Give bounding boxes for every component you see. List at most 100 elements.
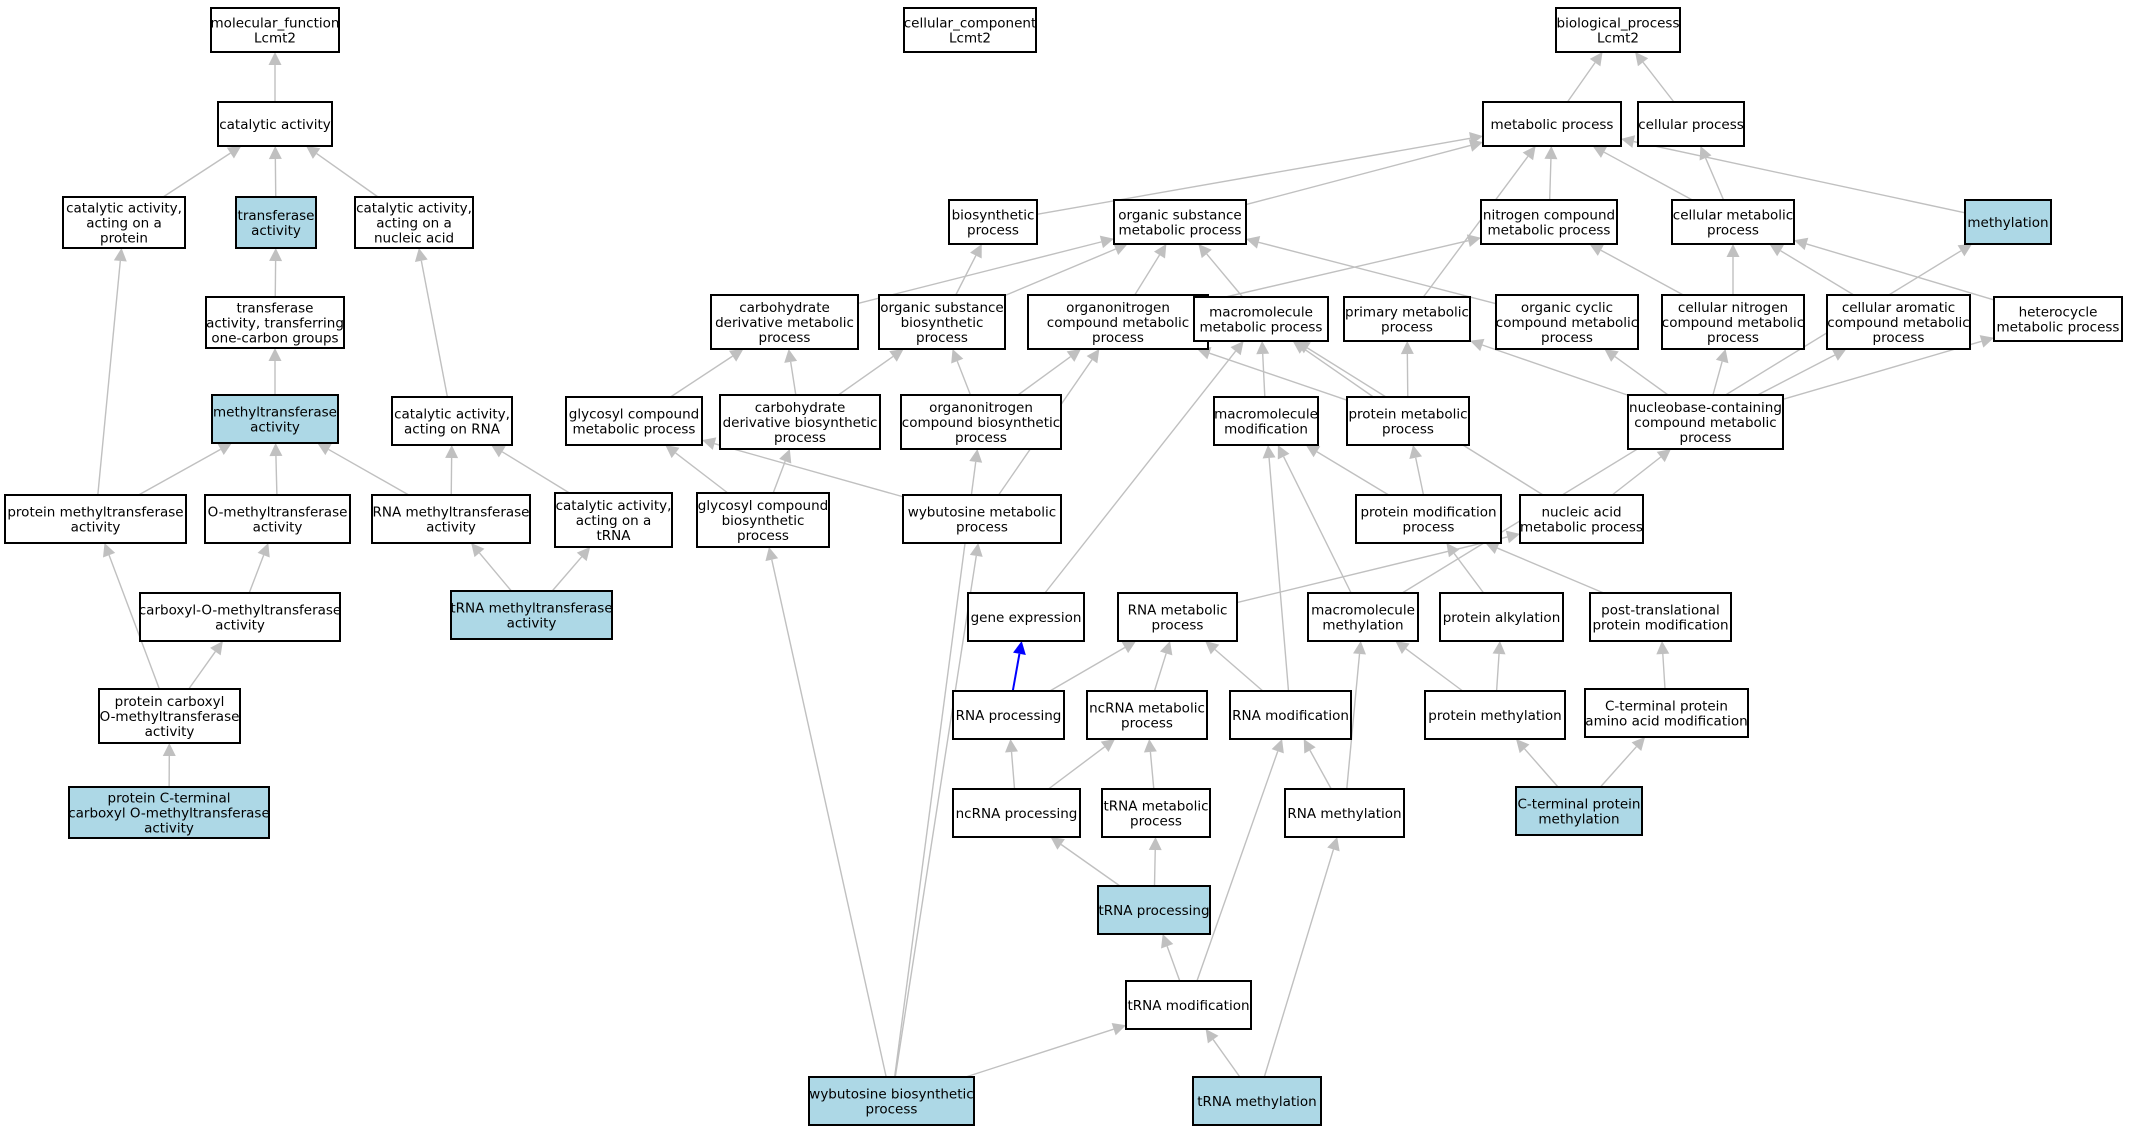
term-box — [952, 690, 1065, 740]
is-a-edge-arrowhead — [1161, 934, 1174, 949]
term-box — [354, 196, 474, 249]
is-a-edge-wybbio-to-orgnitbio — [893, 461, 977, 1078]
is-a-edge-trnamethyl-to-rnamethyl — [1263, 849, 1335, 1078]
term-label-line: one-carbon groups — [211, 331, 338, 347]
term-label-line: compound metabolic — [1827, 315, 1969, 331]
term-node-methyl[interactable]: methylation — [1964, 199, 2052, 245]
term-node-cell[interactable]: cellular process — [1637, 101, 1745, 147]
is-a-edge-arrowhead — [969, 543, 983, 557]
is-a-edge-arrowhead — [729, 349, 744, 362]
term-box — [1284, 788, 1405, 838]
term-label-line: protein — [100, 231, 148, 247]
is-a-edge-wybbio-to-glycbio — [771, 559, 887, 1078]
term-label-line: acting on a — [376, 216, 452, 232]
term-label-line: RNA processing — [956, 708, 1062, 724]
term-node-ncrnaproc[interactable]: ncRNA processing — [952, 788, 1081, 838]
is-a-edge-protmod-to-macromod — [1316, 451, 1390, 496]
is-a-edge-trnamet-to-ncrnamet — [1149, 751, 1155, 790]
term-node-cat[interactable]: catalytic activity — [217, 101, 333, 147]
term-label-line: cellular_component — [904, 16, 1036, 32]
edge-layer — [97, 52, 1995, 1078]
term-node-catrna[interactable]: catalytic activity,acting on RNA — [391, 396, 513, 446]
term-node-geneexp[interactable]: gene expression — [967, 592, 1085, 642]
is-a-edge-arrowhead — [491, 445, 506, 458]
is-a-edge-arrowhead — [1205, 641, 1220, 655]
term-box — [710, 294, 859, 350]
is-a-edge-posttrans-to-protmod — [1497, 547, 1604, 594]
term-node-rnamethyl[interactable]: RNA methylation — [1284, 788, 1405, 838]
term-label-line: heterocycle — [2019, 305, 2098, 321]
is-a-edge-arrowhead — [1198, 244, 1212, 259]
term-label-line: C-terminal protein — [1518, 797, 1641, 813]
term-node-protcomt[interactable]: protein carboxylO-methyltransferaseactiv… — [98, 688, 241, 744]
term-node-trnamethyl[interactable]: tRNA methylation — [1192, 1076, 1322, 1126]
term-node-rnaproc[interactable]: RNA processing — [952, 690, 1065, 740]
term-label-line: cellular nitrogen — [1678, 300, 1788, 316]
is-a-edge-trnamod-to-rnamod — [1196, 751, 1279, 982]
term-node-met[interactable]: metabolic process — [1482, 101, 1622, 147]
term-label-line: process — [955, 430, 1007, 446]
term-box — [1439, 592, 1564, 642]
term-node-trnaproc[interactable]: tRNA processing — [1097, 885, 1211, 935]
term-node-protmethyl[interactable]: protein methylation — [1424, 690, 1566, 740]
term-label-line: macromolecule — [1214, 407, 1318, 423]
term-node-protalk[interactable]: protein alkylation — [1439, 592, 1564, 642]
is-a-edge-nucbase-to-primmet — [1482, 344, 1629, 396]
term-label-line: protein metabolic — [1348, 407, 1467, 423]
term-node-trnamod[interactable]: tRNA modification — [1125, 980, 1252, 1030]
is-a-edge-arrowhead — [1522, 146, 1536, 161]
term-box — [1424, 690, 1566, 740]
is-a-edge-arrowhead — [1505, 530, 1520, 544]
is-a-edge-carbderbio-to-carbder — [789, 361, 797, 396]
term-node-rnamod[interactable]: RNA modification — [1229, 690, 1352, 740]
is-a-edge-glycbio-to-glycmet — [675, 452, 729, 494]
term-label-line: activity — [507, 616, 557, 632]
